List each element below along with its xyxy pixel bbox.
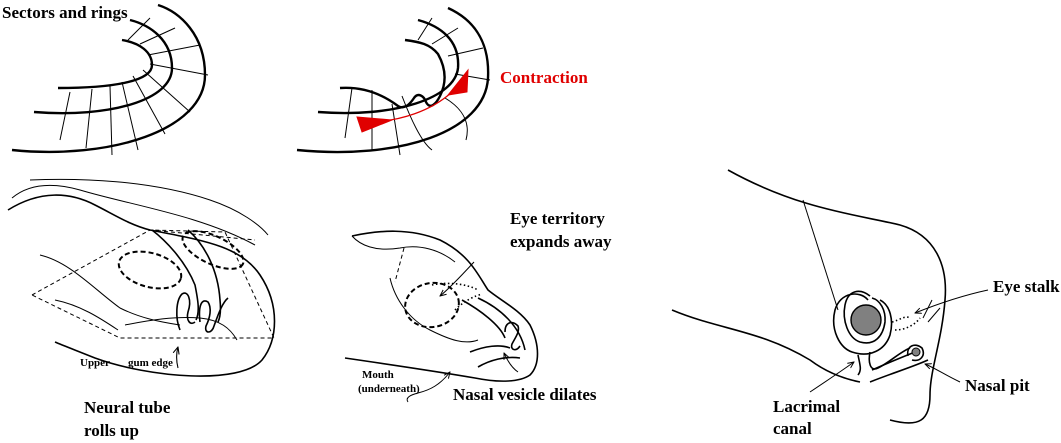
label-nasal-vesicle: Nasal vesicle dilates — [453, 385, 597, 404]
label-eye-territory-line2: expands away — [510, 232, 612, 251]
label-sectors-rings: Sectors and rings — [2, 3, 128, 22]
label-upper: Upper — [80, 357, 110, 369]
label-neural-tube-line2: rolls up — [84, 421, 139, 440]
neural-tube-panel — [8, 179, 275, 376]
eye-lens-shape — [851, 305, 881, 335]
label-mouth-line1: Mouth — [362, 369, 394, 381]
sectors-rings-panel — [12, 5, 208, 155]
eye-stalk-panel — [672, 170, 988, 423]
label-contraction: Contraction — [500, 68, 588, 87]
label-lacrimal-line1: Lacrimal — [773, 397, 840, 416]
label-eye-territory-line1: Eye territory — [510, 209, 605, 228]
label-nasal-pit: Nasal pit — [965, 376, 1030, 395]
label-lacrimal-line2: canal — [773, 419, 812, 438]
label-neural-tube-line1: Neural tube — [84, 398, 171, 417]
contraction-panel — [297, 8, 490, 155]
contraction-arrowhead-left — [357, 117, 392, 132]
label-gum-edge: gum edge — [128, 357, 173, 369]
label-mouth-line2: (underneath) — [358, 383, 420, 395]
label-eye-stalk: Eye stalk — [993, 277, 1060, 296]
